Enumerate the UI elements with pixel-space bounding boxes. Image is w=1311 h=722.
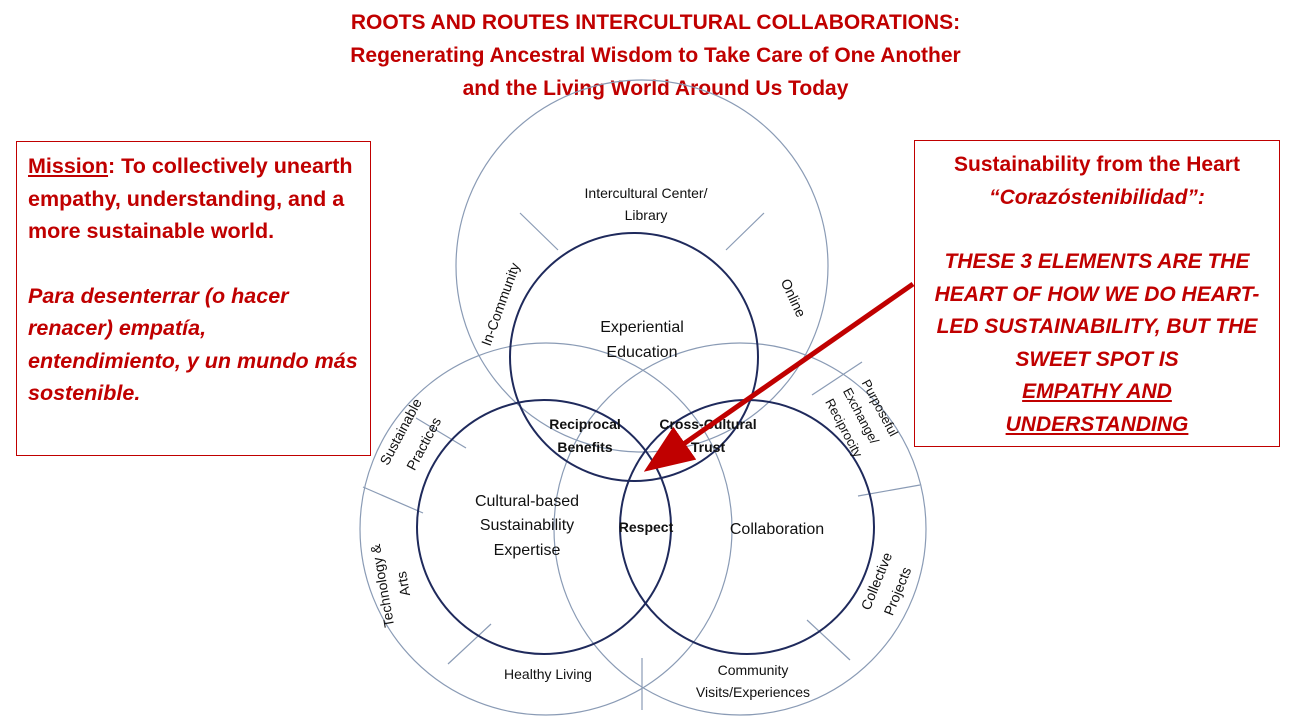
overlap-top-left-2: Benefits (557, 439, 612, 455)
outer-rings (359, 79, 927, 716)
circle-left-label-1: Cultural-based (475, 493, 579, 510)
segment-healthy-living: Healthy Living (504, 666, 592, 682)
segment-online: Online (778, 276, 810, 320)
circle-experiential-education (509, 232, 759, 482)
circle-top-label-1: Experiential (600, 319, 684, 336)
circle-left-label-3: Expertise (494, 542, 561, 559)
segment-technology-1: Technology & (367, 542, 397, 628)
divider (857, 484, 921, 497)
circle-left-label-2: Sustainability (480, 517, 574, 534)
segment-intercultural-2: Library (625, 207, 668, 223)
divider (447, 623, 492, 665)
heart-emphasis-1: EMPATHY AND (1022, 380, 1172, 403)
divider (725, 212, 765, 251)
mission-english: Mission: To collectively unearth empathy… (28, 150, 360, 248)
outer-ring-right (553, 342, 927, 716)
divider (811, 361, 863, 396)
segment-intercultural-1: Intercultural Center/ (585, 185, 708, 201)
title-line-3: and the Living World Around Us Today (462, 77, 849, 100)
heart-body-text: THESE 3 ELEMENTS ARE THE HEART OF HOW WE… (934, 250, 1260, 371)
divider (806, 619, 851, 661)
heart-body: THESE 3 ELEMENTS ARE THE HEART OF HOW WE… (921, 246, 1273, 441)
segment-technology-2: Arts (393, 570, 413, 597)
mission-box: Mission: To collectively unearth empathy… (16, 141, 371, 456)
segment-dividers (362, 212, 921, 710)
circle-cultural-sustainability (416, 399, 672, 655)
circle-top-label-2: Education (606, 344, 677, 361)
heart-emphasis-2: UNDERSTANDING (1005, 412, 1189, 436)
overlap-top-right-2: Trust (691, 439, 726, 455)
segment-in-community: In-Community (478, 261, 523, 348)
mission-text-en: : To collectively unearth empathy, under… (28, 154, 353, 243)
divider (415, 417, 467, 449)
inner-circles (416, 232, 875, 655)
overlap-center: Respect (619, 519, 674, 535)
pointer-arrow (643, 281, 915, 472)
segment-community-1: Community (718, 662, 789, 678)
outer-ring-top (455, 79, 829, 453)
heart-box: Sustainability from the Heart “Corazóste… (914, 140, 1280, 447)
heart-subheading: “Corazóstenibilidad”: (989, 185, 1205, 209)
segment-community-2: Visits/Experiences (696, 684, 810, 700)
diagram-title: ROOTS AND ROUTES INTERCULTURAL COLLABORA… (0, 6, 1311, 105)
title-line-2: Regenerating Ancestral Wisdom to Take Ca… (350, 44, 961, 67)
divider (362, 486, 424, 514)
heart-heading: Sustainability from the Heart (954, 153, 1240, 176)
overlap-top-left-1: Reciprocal (549, 416, 621, 432)
mission-text-es: Para desenterrar (o hacer renacer) empat… (28, 283, 358, 406)
circle-right-label: Collaboration (730, 521, 824, 538)
divider (519, 212, 559, 251)
outer-ring-left (359, 342, 733, 716)
title-line-1: ROOTS AND ROUTES INTERCULTURAL COLLABORA… (350, 11, 961, 34)
mission-label: Mission (28, 154, 109, 178)
